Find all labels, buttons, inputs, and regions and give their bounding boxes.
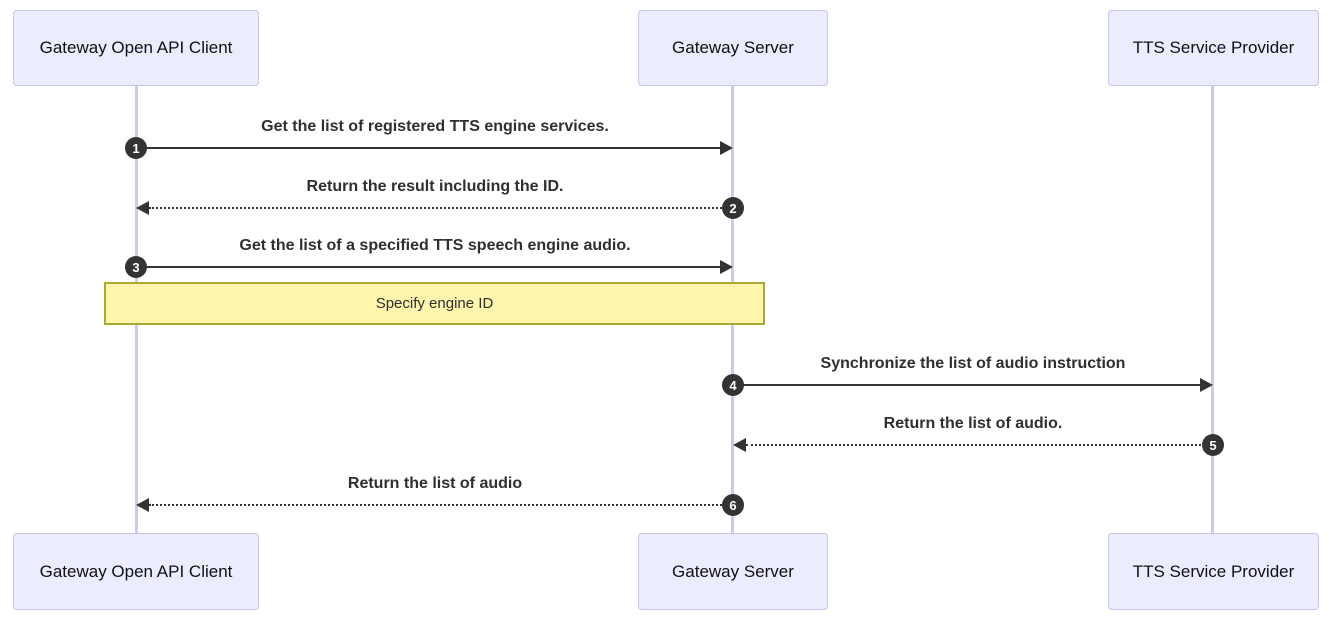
message-5-sequence-number: 5 bbox=[1202, 434, 1224, 456]
message-6-sequence-number: 6 bbox=[722, 494, 744, 516]
message-5-label: Return the list of audio. bbox=[883, 415, 1063, 432]
actor-top-tts-service-provider: TTS Service Provider bbox=[1108, 10, 1319, 86]
message-6-arrowhead-icon bbox=[136, 498, 149, 512]
actor-bottom-tts-service-provider: TTS Service Provider bbox=[1108, 533, 1319, 610]
note-label: Specify engine ID bbox=[375, 295, 494, 312]
message-5-arrow-line bbox=[746, 444, 1213, 446]
message-3-arrowhead-icon bbox=[720, 260, 733, 274]
actor-bottom-gateway-server: Gateway Server bbox=[638, 533, 828, 610]
actor-label: Gateway Open API Client bbox=[39, 38, 233, 57]
message-1-arrowhead-icon bbox=[720, 141, 733, 155]
actor-label: TTS Service Provider bbox=[1132, 561, 1295, 581]
actor-top-gateway-server: Gateway Server bbox=[638, 10, 828, 86]
message-6-label: Return the list of audio bbox=[347, 475, 523, 492]
message-4-arrow-line bbox=[733, 384, 1200, 386]
message-1-label: Get the list of registered TTS engine se… bbox=[261, 118, 609, 135]
actor-top-gateway-open-api-client: Gateway Open API Client bbox=[13, 10, 259, 86]
message-4-sequence-number: 4 bbox=[722, 374, 744, 396]
actor-label: TTS Service Provider bbox=[1132, 38, 1295, 57]
actor-label: Gateway Open API Client bbox=[39, 561, 233, 581]
message-1-sequence-number: 1 bbox=[125, 137, 147, 159]
message-3-label: Get the list of a specified TTS speech e… bbox=[239, 237, 631, 254]
note-specify-engine-id: Specify engine ID bbox=[104, 282, 765, 325]
message-3-sequence-number: 3 bbox=[125, 256, 147, 278]
actor-bottom-gateway-open-api-client: Gateway Open API Client bbox=[13, 533, 259, 610]
message-6-arrow-line bbox=[149, 504, 733, 506]
actor-label: Gateway Server bbox=[672, 561, 794, 581]
message-2-arrow-line bbox=[149, 207, 733, 209]
lifeline-tts-service-provider bbox=[1211, 86, 1214, 533]
message-2-sequence-number: 2 bbox=[722, 197, 744, 219]
message-2-arrowhead-icon bbox=[136, 201, 149, 215]
message-3-arrow-line bbox=[136, 266, 720, 268]
message-1-arrow-line bbox=[136, 147, 720, 149]
actor-label: Gateway Server bbox=[672, 38, 794, 57]
message-5-arrowhead-icon bbox=[733, 438, 746, 452]
message-4-arrowhead-icon bbox=[1200, 378, 1213, 392]
message-4-label: Synchronize the list of audio instructio… bbox=[820, 355, 1126, 372]
message-2-label: Return the result including the ID. bbox=[306, 178, 564, 195]
